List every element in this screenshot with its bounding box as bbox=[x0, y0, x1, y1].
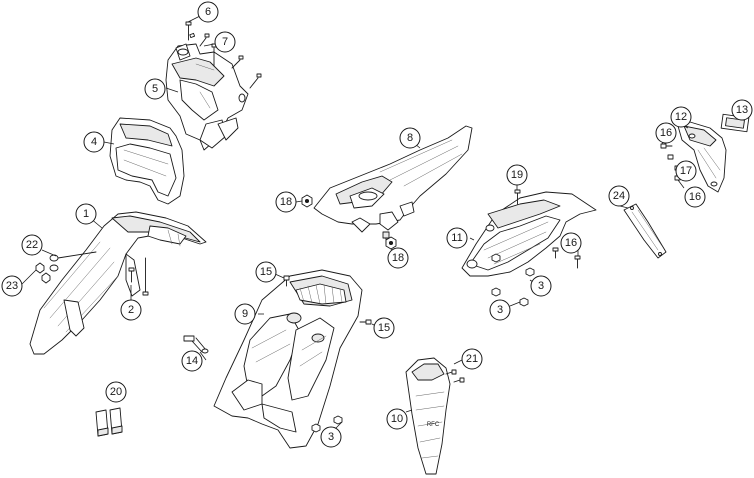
nuts-3-rear bbox=[491, 253, 535, 307]
svg-text:15: 15 bbox=[260, 266, 272, 278]
callout-15-upper: 15 bbox=[255, 261, 277, 283]
callout-8: 8 bbox=[399, 127, 421, 149]
callout-11: 11 bbox=[446, 227, 468, 249]
svg-text:9: 9 bbox=[242, 308, 248, 320]
callout-16-subframe: 16 bbox=[560, 232, 582, 254]
callout-24: 24 bbox=[608, 185, 630, 207]
svg-text:3: 3 bbox=[538, 280, 544, 292]
bolt-14 bbox=[183, 335, 209, 354]
screws-21 bbox=[445, 369, 465, 383]
svg-text:17: 17 bbox=[680, 165, 692, 177]
rear-side-panel bbox=[313, 125, 473, 245]
front-fender bbox=[29, 211, 207, 355]
svg-text:10: 10 bbox=[391, 413, 403, 425]
rear-fender-flap: RFC bbox=[405, 357, 451, 475]
callout-23: 23 bbox=[1, 275, 23, 297]
callout-21: 21 bbox=[461, 348, 483, 370]
callout-3-rear-left: 3 bbox=[489, 299, 511, 321]
screws-15 bbox=[283, 275, 372, 325]
callout-10: 10 bbox=[386, 408, 408, 430]
nut-18b bbox=[385, 236, 397, 250]
svg-text:16: 16 bbox=[660, 127, 672, 139]
callout-12: 12 bbox=[670, 106, 692, 128]
svg-text:22: 22 bbox=[26, 239, 38, 251]
svg-text:3: 3 bbox=[497, 304, 503, 316]
callout-1: 1 bbox=[75, 203, 97, 225]
svg-text:13: 13 bbox=[736, 104, 748, 116]
callout-20: 20 bbox=[105, 381, 127, 403]
callout-19: 19 bbox=[506, 164, 528, 186]
decal-strips bbox=[95, 407, 123, 437]
svg-text:15: 15 bbox=[378, 322, 390, 334]
svg-text:16: 16 bbox=[689, 191, 701, 203]
fender-marking: RFC bbox=[427, 422, 440, 428]
svg-text:12: 12 bbox=[675, 111, 687, 123]
callout-7: 7 bbox=[214, 31, 236, 53]
callout-18-left: 18 bbox=[275, 191, 297, 213]
svg-text:18: 18 bbox=[280, 196, 292, 208]
svg-text:6: 6 bbox=[205, 6, 211, 18]
svg-text:24: 24 bbox=[613, 190, 625, 202]
svg-text:1: 1 bbox=[83, 208, 89, 220]
callout-14: 14 bbox=[181, 350, 203, 372]
callout-18-right: 18 bbox=[387, 247, 409, 269]
svg-text:16: 16 bbox=[565, 237, 577, 249]
svg-text:2: 2 bbox=[128, 304, 134, 316]
svg-text:5: 5 bbox=[152, 83, 158, 95]
screw-19 bbox=[514, 189, 521, 205]
callout-4: 4 bbox=[83, 131, 105, 153]
svg-text:18: 18 bbox=[392, 252, 404, 264]
svg-text:21: 21 bbox=[466, 353, 478, 365]
callout-16-plate-bottom: 16 bbox=[684, 186, 706, 208]
callout-9: 9 bbox=[234, 303, 256, 325]
front-fender-screws bbox=[35, 251, 149, 296]
svg-text:8: 8 bbox=[407, 132, 413, 144]
callout-16-plate-top: 16 bbox=[655, 122, 677, 144]
callout-17: 17 bbox=[675, 160, 697, 182]
screw-set-7 bbox=[199, 33, 262, 89]
svg-text:11: 11 bbox=[451, 232, 462, 244]
callout-3-rear-right: 3 bbox=[530, 275, 552, 297]
fuel-tank-spoiler bbox=[213, 269, 363, 449]
screw-set-6 bbox=[185, 21, 196, 41]
headlight-mask-bracket bbox=[165, 43, 249, 151]
callout-6: 6 bbox=[197, 1, 219, 23]
svg-text:20: 20 bbox=[110, 386, 122, 398]
svg-text:23: 23 bbox=[6, 280, 18, 292]
callout-5: 5 bbox=[144, 78, 166, 100]
svg-text:7: 7 bbox=[222, 36, 228, 48]
svg-text:19: 19 bbox=[511, 169, 523, 181]
svg-text:3: 3 bbox=[328, 431, 334, 443]
license-plate-holder bbox=[677, 121, 727, 193]
nut-18a bbox=[301, 194, 313, 208]
svg-text:4: 4 bbox=[91, 136, 97, 148]
svg-text:14: 14 bbox=[186, 355, 198, 367]
callout-22: 22 bbox=[21, 234, 43, 256]
callout-13: 13 bbox=[731, 99, 753, 121]
callout-2: 2 bbox=[120, 299, 142, 321]
screw-16-rear bbox=[552, 247, 581, 269]
mud-flap bbox=[623, 203, 667, 259]
callout-15-right: 15 bbox=[373, 317, 395, 339]
callout-3-tank: 3 bbox=[320, 426, 342, 448]
headlight-mask bbox=[109, 117, 185, 205]
